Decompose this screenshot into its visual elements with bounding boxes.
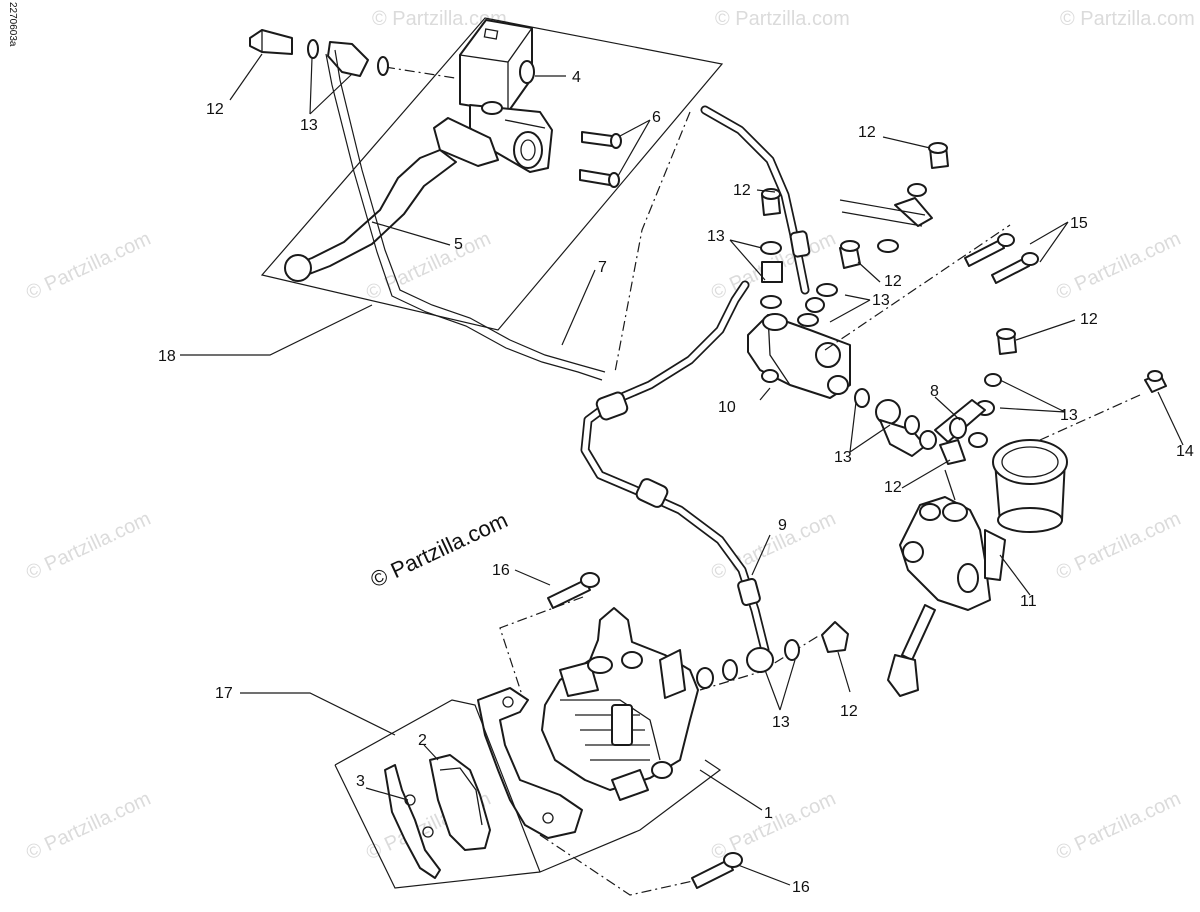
callout-12: 12 (1080, 311, 1098, 328)
svg-text:© Partzilla.com: © Partzilla.com (23, 788, 154, 865)
callout-12: 12 (840, 703, 858, 720)
brake-pads (384, 754, 491, 879)
callout-12: 12 (733, 182, 751, 199)
lower-banjo-fitting (722, 621, 849, 681)
svg-text:© Partzilla.com: © Partzilla.com (715, 8, 850, 30)
leader-lines (180, 53, 1184, 886)
callout-3: 3 (356, 773, 365, 790)
copyright-text: © Partzilla.com (367, 507, 512, 592)
front-master-cylinder (459, 19, 553, 173)
drawing-code: 2270603a (7, 2, 18, 47)
front-brake-line (334, 49, 606, 373)
axis-line (614, 111, 691, 373)
callout-8: 8 (930, 383, 939, 400)
callout-5: 5 (454, 236, 463, 253)
callout-14: 14 (1176, 443, 1194, 460)
bolts-16 (547, 572, 743, 889)
callout-12: 12 (884, 273, 902, 290)
callout-9: 9 (778, 517, 787, 534)
callout-16: 16 (492, 562, 510, 579)
callout-13: 13 (707, 228, 725, 245)
washers-and-bolts (760, 142, 1017, 465)
callout-13: 13 (1060, 407, 1078, 424)
callout-13: 13 (872, 292, 890, 309)
assembly-frame-17 (334, 699, 722, 889)
svg-text:© Partzilla.com: © Partzilla.com (1053, 228, 1184, 305)
svg-text:© Partzilla.com: © Partzilla.com (1053, 508, 1184, 585)
callout-17: 17 (215, 685, 233, 702)
bolts-15 (964, 233, 1039, 284)
callout-7: 7 (598, 259, 607, 276)
bolt-14 (1144, 370, 1167, 393)
callout-12: 12 (884, 479, 902, 496)
brake-hose (580, 105, 811, 655)
callout-4: 4 (572, 69, 581, 86)
callout-2: 2 (418, 732, 427, 749)
callout-13: 13 (300, 117, 318, 134)
callout-15: 15 (1070, 215, 1088, 232)
assembly-frame-18 (260, 17, 724, 331)
callout-13: 13 (772, 714, 790, 731)
callout-labels: 12 13 4 6 7 5 18 12 12 13 12 13 15 12 13… (158, 69, 1194, 896)
callout-13: 13 (834, 449, 852, 466)
svg-text:© Partzilla.com: © Partzilla.com (23, 508, 154, 585)
callout-12: 12 (206, 101, 224, 118)
distribution-block (747, 313, 851, 399)
svg-text:© Partzilla.com: © Partzilla.com (1053, 788, 1184, 865)
svg-text:© Partzilla.com: © Partzilla.com (1060, 8, 1195, 30)
rear-master-cylinder (887, 439, 1068, 697)
svg-text:© Partzilla.com: © Partzilla.com (708, 788, 839, 865)
svg-text:© Partzilla.com: © Partzilla.com (23, 228, 154, 305)
callout-18: 18 (158, 348, 176, 365)
axis-line (384, 66, 456, 79)
banjo-bolt-top (249, 29, 389, 77)
caliper-bracket (477, 687, 583, 839)
callout-1: 1 (764, 805, 773, 822)
mounting-bolts (579, 131, 622, 188)
callout-12: 12 (858, 124, 876, 141)
callout-6: 6 (652, 109, 661, 126)
callout-11: 11 (1020, 593, 1037, 610)
callout-16: 16 (792, 879, 810, 896)
svg-text:© Partzilla.com: © Partzilla.com (372, 8, 507, 30)
brake-lever (284, 117, 499, 282)
rear-brake-caliper (541, 607, 714, 801)
callout-10: 10 (718, 399, 736, 416)
